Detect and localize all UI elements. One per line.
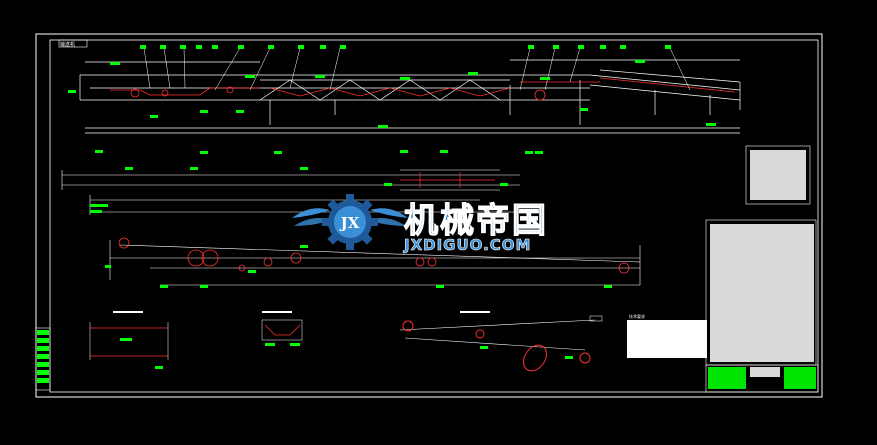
revision-strip xyxy=(35,327,51,391)
tech-requirements-label: 技术要求 xyxy=(629,313,645,319)
detail-view-2 xyxy=(261,311,303,346)
detail-view-1 xyxy=(89,311,169,369)
title-tag-box xyxy=(58,39,88,48)
main-elevation-view xyxy=(79,59,741,134)
inner-border xyxy=(49,39,819,393)
main-view-red-parts xyxy=(110,77,736,101)
detail-view-3 xyxy=(399,311,603,372)
callout-leaders xyxy=(143,47,691,91)
gear-wings-icon: JX xyxy=(292,194,408,250)
tech-requirements-box: 技术要求 xyxy=(627,313,707,358)
plan-view xyxy=(61,169,520,215)
belt-path-dims xyxy=(105,245,612,288)
logo-letters: JX xyxy=(339,214,360,232)
watermark-cn-text: 机械帝国 xyxy=(404,201,548,241)
bill-of-materials-table xyxy=(705,219,817,366)
plan-view-dims xyxy=(90,150,508,213)
belt-path-view xyxy=(109,240,641,286)
small-parts-table xyxy=(745,145,811,205)
callout-numbers xyxy=(68,45,716,154)
plan-view-red xyxy=(400,172,495,188)
outer-border xyxy=(35,33,823,398)
belt-path-rollers xyxy=(118,237,630,274)
watermark-url-text: JXDIGUO.COM xyxy=(403,236,531,254)
watermark: JX 机械帝国 JXDIGUO.COM xyxy=(292,194,548,254)
title-block xyxy=(705,364,819,393)
title-tag: 输送机 xyxy=(60,41,75,48)
